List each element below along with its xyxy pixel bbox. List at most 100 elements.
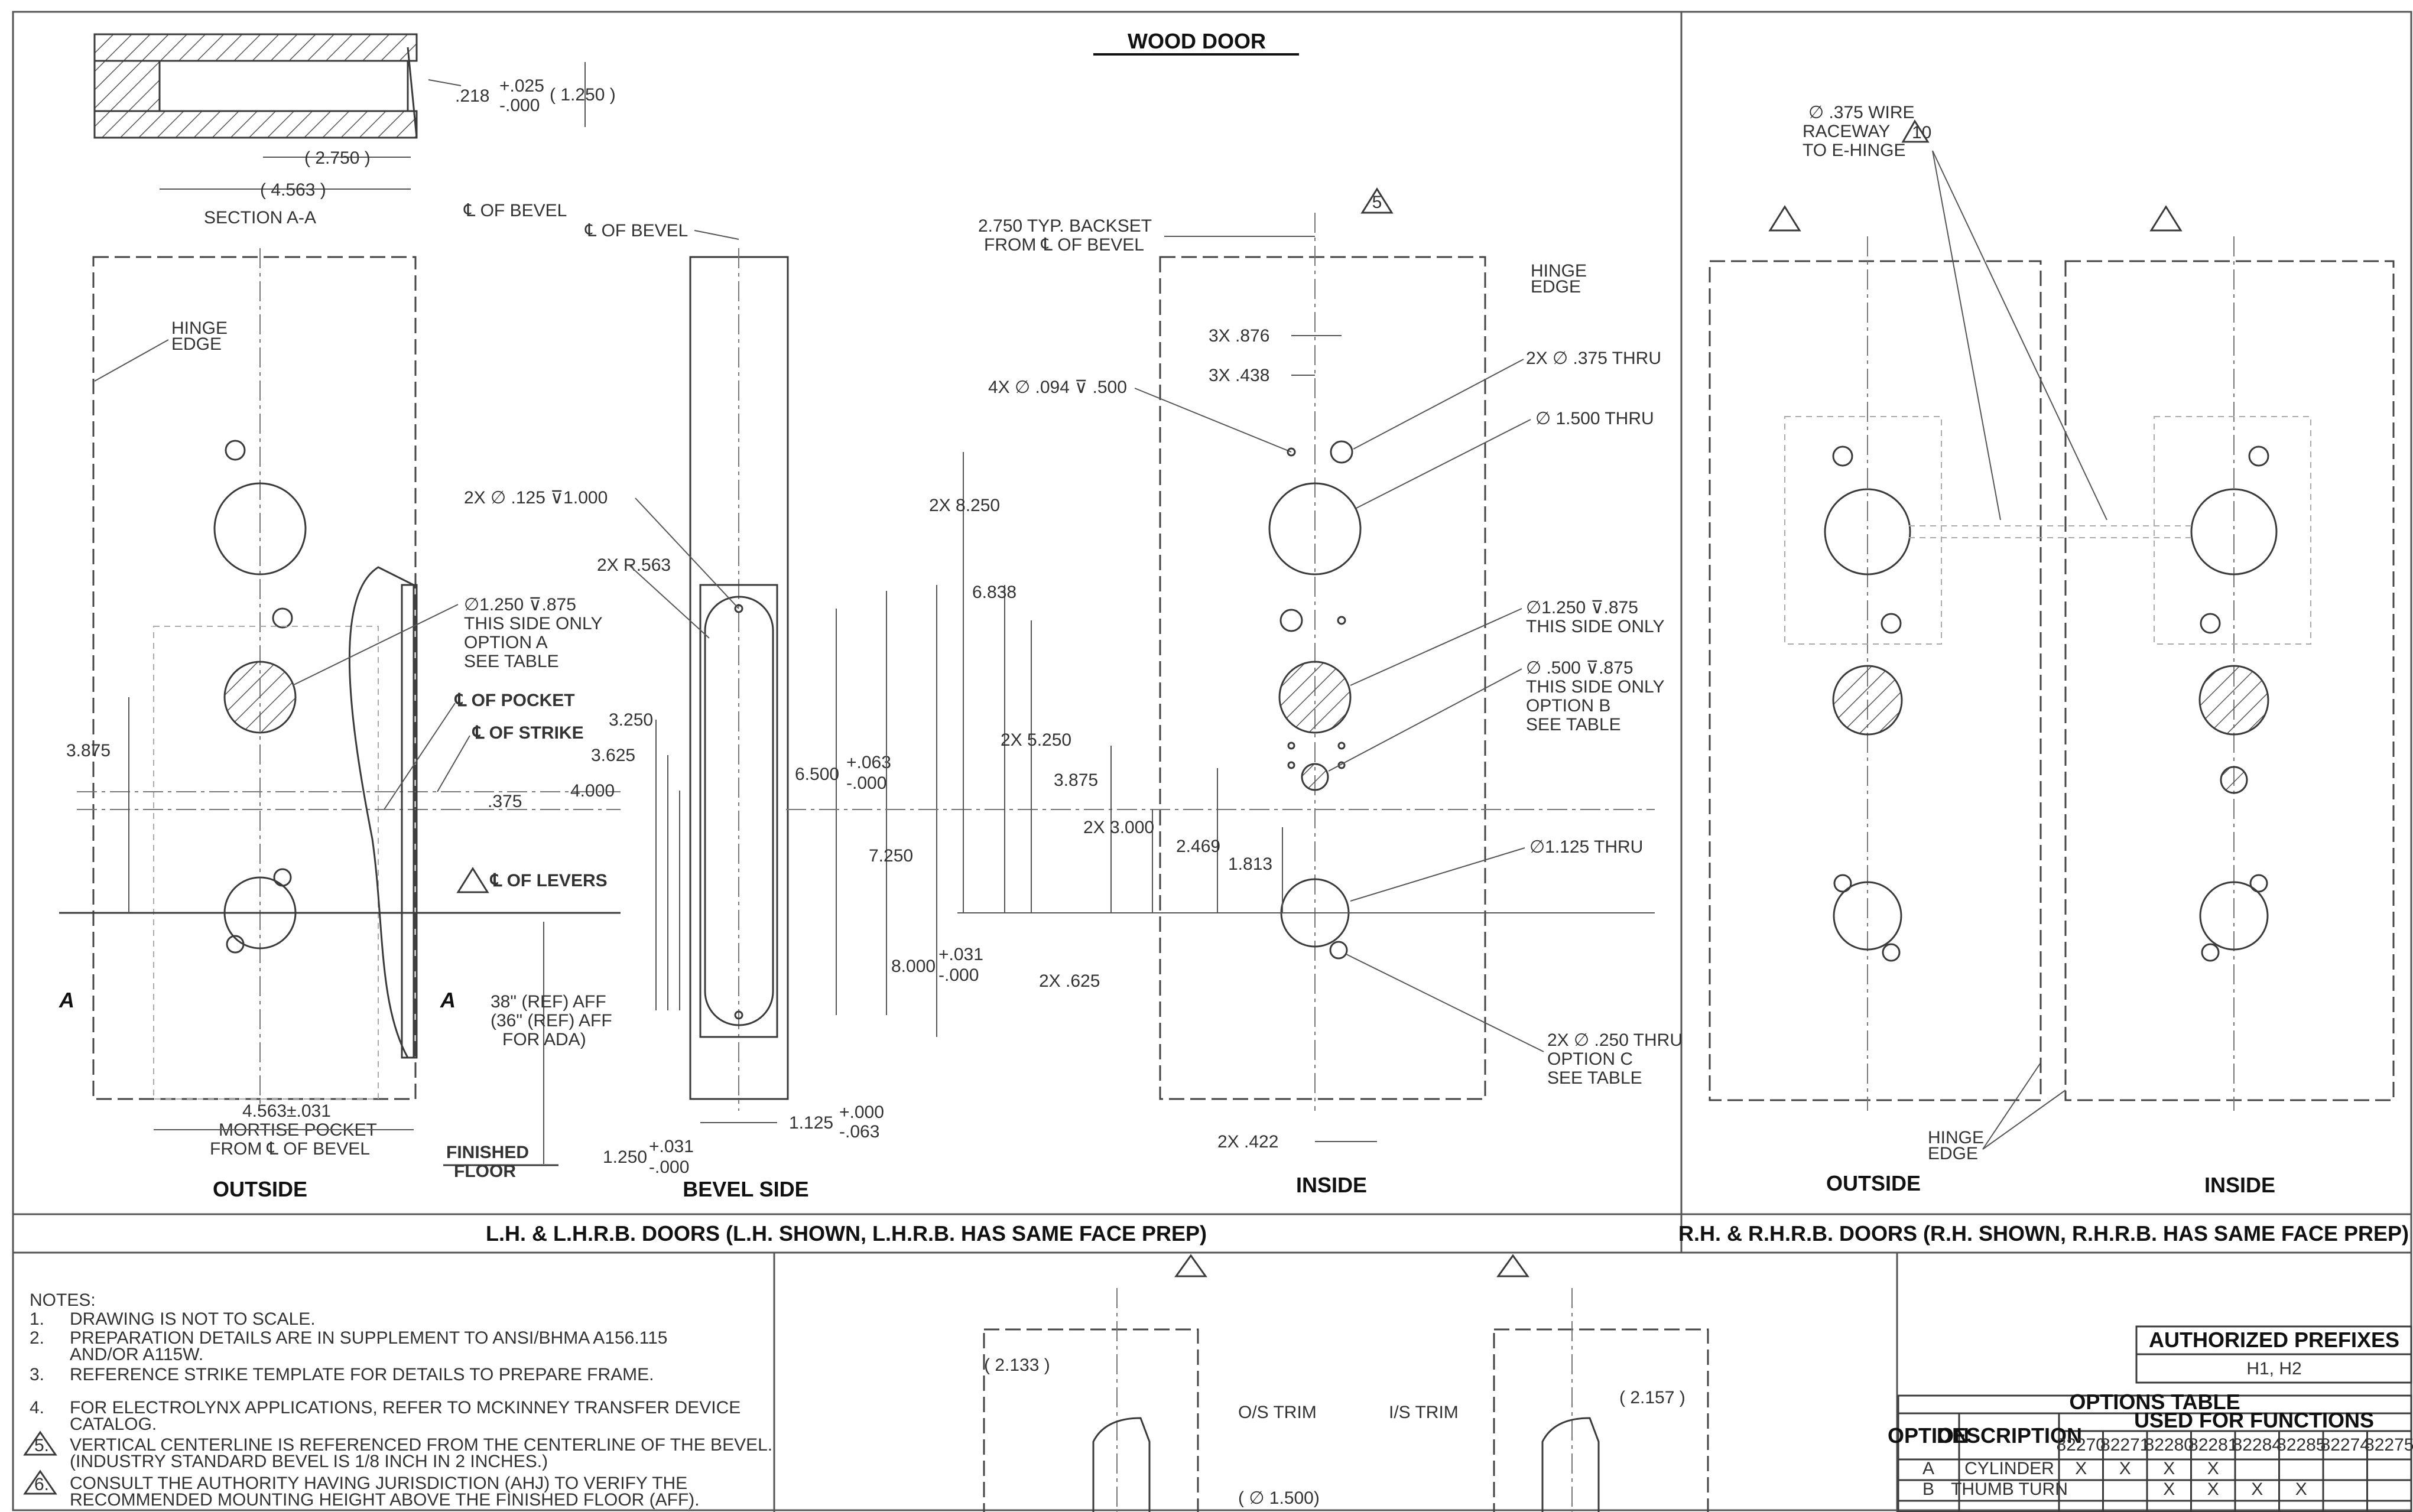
option-a-description: CYLINDER [1964,1459,2054,1478]
trim-right-dim: ( 2.157 ) [1619,1388,1685,1407]
function-82281-header: 82281 [2188,1435,2237,1455]
lh-cl-strike: ℄ OF STRIKE [472,723,584,743]
notes-block: NOTES: 1. DRAWING IS NOT TO SCALE. 2. PR… [23,1290,772,1510]
note-num: 1. [30,1309,44,1329]
lh-in-dim-876: 3X .876 [1209,326,1269,346]
lh-callout-a-1: ∅1.250 ⊽.875 [464,595,576,614]
bevel-tol-6500-minus: -.000 [846,773,886,793]
bevel-tol-6500-plus: +.063 [846,753,891,772]
lh-callout-c-3: SEE TABLE [1547,1068,1642,1088]
note-text: AND/OR A115W. [70,1345,203,1364]
section-dim-2750: ( 2.750 ) [304,148,371,168]
lh-in-dim-438: 3X .438 [1209,366,1269,385]
note-text: CONSULT THE AUTHORITY HAVING JURISDICTIO… [70,1474,687,1493]
option-a-code: A [1922,1459,1934,1478]
section-dim-4563: ( 4.563 ) [260,180,326,200]
lh-callout-a-3: OPTION A [464,633,548,652]
note-text: RECOMMENDED MOUNTING HEIGHT ABOVE THE FI… [70,1490,700,1510]
lh-mortise-1: 4.563±.031 [242,1101,331,1121]
rh-wire-2: RACEWAY [1803,122,1890,141]
section-dim-218: .218 [455,86,489,106]
bevel-hole-callout: 2X ∅ .125 ⊽1.000 [464,488,608,508]
lh-in-dim-094: 4X ∅ .094 ⊽ .500 [988,378,1127,397]
drawing-title: WOOD DOOR [1128,29,1266,53]
lh-inside-view: 5 2.750 TYP. BACKSET FROM ℄ OF BEVEL HIN… [786,187,1683,1197]
rh-hinge-2: EDGE [1928,1144,1978,1163]
lh-callout-375: 2X ∅ .375 THRU [1526,349,1661,368]
lh-out-hinge-edge-1: HINGE [171,318,228,338]
rh-hinge-1: HINGE [1928,1128,1984,1147]
bevel-dim-4000: 4.000 [570,781,615,801]
option-a-mark: X [2207,1459,2219,1478]
note-text: REFERENCE STRIKE TEMPLATE FOR DETAILS TO… [70,1365,654,1384]
lh-backset-2: FROM ℄ OF BEVEL [984,235,1144,255]
lh-callout-side-1: ∅1.250 ⊽.875 [1526,598,1638,617]
trim-cyl-label: ( ∅ 1.500) [1238,1488,1320,1508]
lh-callout-1500: ∅ 1.500 THRU [1535,409,1654,428]
bevel-cl-label: ℄ OF BEVEL [584,221,688,240]
lh-out-cylinder-hole [223,661,297,734]
lh-finished-floor-1: FINISHED [446,1143,529,1162]
lh-inside-flag: 5 [1372,193,1382,212]
lh-callout-1125: ∅1.125 THRU [1529,837,1643,857]
bevel-dim-8000: 8.000 [891,957,936,976]
function-82271-header: 82271 [2100,1435,2149,1455]
sheet-border [12,11,2412,1511]
trim-detail: ( 2.133 ) O/S TRIM ( ∅ 1.500) I/S TRIM (… [983,1254,1709,1512]
note-text: DRAWING IS NOT TO SCALE. [70,1309,316,1329]
lh-callout-b-1: ∅ .500 ⊽.875 [1526,658,1633,678]
bevel-dim-6500: 6.500 [795,765,839,784]
rh-outside-label: OUTSIDE [1826,1171,1921,1195]
lh-in-dim-5250: 2X 5.250 [1001,730,1071,750]
lh-section-mark-right: A [440,988,456,1012]
options-used-for: USED FOR FUNCTIONS [2134,1408,2374,1432]
note-num: 5. [34,1436,49,1455]
lh-outside-view: HINGE EDGE 3.875 .375 ∅1.250 ⊽.875 THIS … [59,248,621,1201]
lh-backset-1: 2.750 TYP. BACKSET [978,216,1152,236]
lh-callout-side-2: THIS SIDE ONLY [1526,617,1665,636]
lh-out-hinge-edge-2: EDGE [171,334,222,354]
bevel-width-tol-plus: +.000 [839,1103,884,1122]
options-table-title: OPTIONS TABLE [2069,1390,2240,1414]
col-description: DESCRIPTION [1937,1423,2082,1448]
rh-footer: R.H. & R.H.R.B. DOORS (R.H. SHOWN, R.H.R… [1678,1221,2409,1246]
option-a-mark: X [2119,1459,2131,1478]
bevel-width-tol-minus: -.063 [839,1122,879,1142]
lh-aff-3: FOR ADA) [502,1030,586,1049]
lh-in-dim-3875: 3.875 [1054,770,1098,790]
note-num: 4. [30,1398,44,1417]
lh-in-dim-2469: 2.469 [1176,837,1220,856]
lh-bevel-label: BEVEL SIDE [683,1177,808,1201]
lh-cl-levers: ℄ OF LEVERS [489,871,608,890]
bevel-dim-3250: 3.250 [609,710,653,730]
section-label: SECTION A-A [204,208,316,227]
lh-callout-c-2: OPTION C [1547,1049,1633,1069]
col-option: OPTION [1888,1423,1969,1448]
bevel-tol-8000-minus: -.000 [938,965,979,985]
lh-in-dim-422: 2X .422 [1217,1132,1278,1152]
bevel-width-dim: 1.125 [789,1113,833,1133]
note-text: VERTICAL CENTERLINE IS REFERENCED FROM T… [70,1435,772,1455]
function-82284-header: 82284 [2233,1435,2282,1455]
bevel-dim-3625: 3.625 [591,746,635,765]
bevel-bottom-dim: 1.250 [603,1147,647,1167]
bevel-dim-7250: 7.250 [869,846,913,866]
option-b-mark: X [2163,1480,2175,1499]
note-num: 3. [30,1365,44,1384]
function-82275-header: 82275 [2365,1435,2413,1455]
section-a-a: .218 +.025 -.000 ( 1.250 ) ( 2.750 ) ( 4… [93,33,616,227]
rh-inside-label: INSIDE [2204,1173,2275,1197]
lh-in-hinge-2: EDGE [1531,277,1581,297]
section-tol-plus: +.025 [499,76,544,96]
authorized-title: AUTHORIZED PREFIXES [2149,1328,2399,1352]
bevel-tol-8000-plus: +.031 [938,945,983,964]
section-tol-minus: -.000 [499,96,540,115]
note-text: FOR ELECTROLYNX APPLICATIONS, REFER TO M… [70,1398,741,1417]
lh-in-dim-1813: 1.813 [1228,854,1272,874]
options-table: OPTIONS TABLE USED FOR FUNCTIONS OPTION … [1888,1390,2413,1512]
rh-wire-3: TO E-HINGE [1803,141,1905,160]
lh-out-dim-375: .375 [488,792,522,811]
rh-inside-view: INSIDE [1909,205,2395,1197]
option-b-mark: X [2251,1480,2263,1499]
option-a-mark: X [2075,1459,2087,1478]
